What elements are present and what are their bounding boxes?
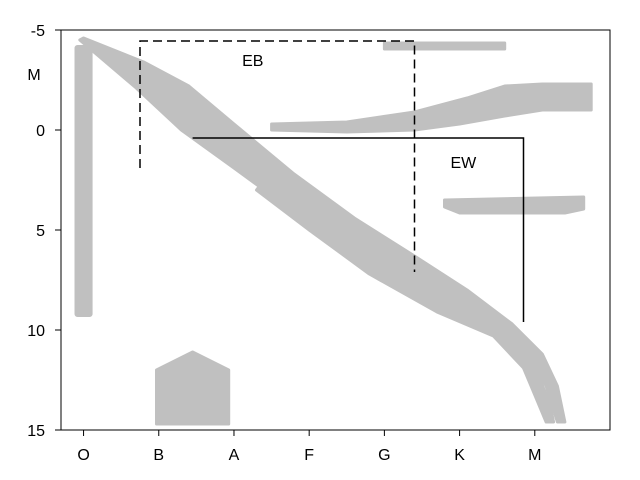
left-vertical-band [74, 45, 93, 317]
x-tick-label: F [304, 447, 314, 464]
y-tick-label: -5 [31, 23, 45, 40]
giant-branch-band [270, 82, 593, 134]
x-tick-label: M [528, 447, 541, 464]
x-tick-label: G [378, 447, 390, 464]
ew-solid-box [192, 137, 525, 322]
upper-giant-band [382, 41, 507, 51]
regions-layer [74, 36, 593, 426]
annotation-eb: EB [242, 53, 263, 70]
annotation-ew: EW [450, 155, 477, 172]
lower-sequence-band [255, 178, 556, 424]
y-axis-label: M [27, 67, 40, 84]
y-tick-label: 15 [27, 423, 45, 440]
x-tick-label: B [153, 447, 164, 464]
x-tick-label: A [229, 447, 240, 464]
y-tick-label: 5 [36, 223, 45, 240]
y-tick-label: 10 [27, 323, 45, 340]
y-tick-label: 0 [36, 123, 45, 140]
right-horizontal-band [443, 195, 586, 215]
y-axis: -5 0 5 10 15 [27, 23, 61, 440]
x-tick-label: O [77, 447, 89, 464]
x-tick-label: K [454, 447, 465, 464]
lines-layer [139, 40, 525, 322]
annotations-layer: EB EW [242, 53, 477, 172]
eb-dashed-box [139, 40, 416, 272]
rounded-block [155, 350, 231, 426]
